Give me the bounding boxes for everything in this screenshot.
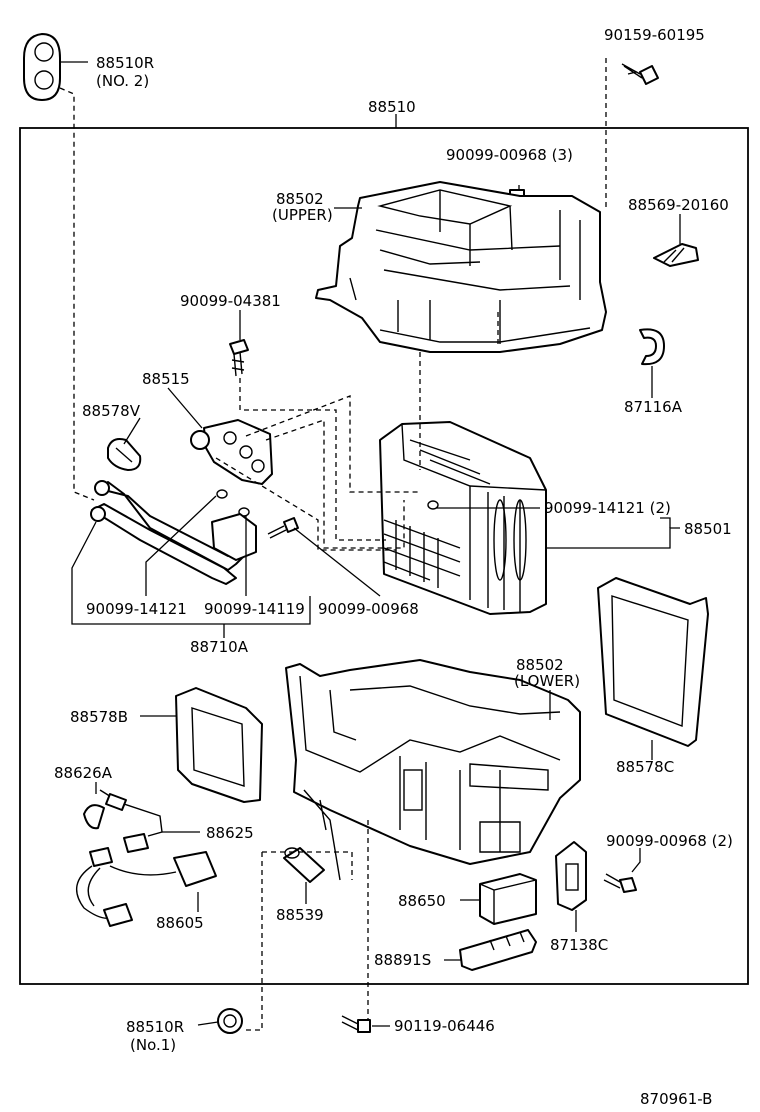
label-88502-lower-sub: (LOWER)	[514, 672, 580, 690]
expansion-valve-drawing	[190, 419, 273, 485]
pipe-assembly-drawing	[90, 480, 257, 585]
label-88569-20160: 88569-20160	[628, 196, 729, 214]
part-88539-drawing	[283, 847, 325, 883]
label-90099-00968-3: 90099-00968 (3)	[446, 146, 573, 164]
o-ring-a	[216, 489, 228, 499]
label-88539: 88539	[276, 906, 324, 924]
screw-bottom-drawing	[341, 1015, 371, 1033]
sensor-88625-drawing	[105, 793, 163, 853]
upper-case-drawing	[315, 181, 607, 353]
label-88510r-no2-sub: (NO. 2)	[96, 72, 149, 90]
label-88510r-no2: 88510R	[96, 54, 154, 72]
screw-90159-drawing	[621, 63, 659, 85]
evaporator-drawing	[379, 421, 547, 615]
grommet-no1-drawing	[217, 1008, 243, 1034]
part-88650-drawing	[479, 873, 537, 925]
screw-right-drawing	[603, 873, 637, 893]
label-90159-60195: 90159-60195	[604, 26, 705, 44]
bracket-87138c-drawing	[555, 841, 587, 911]
label-88510r-no1: 88510R	[126, 1018, 184, 1036]
label-90099-04381: 90099-04381	[180, 292, 281, 310]
label-90099-14121: 90099-14121	[86, 600, 187, 618]
label-88605: 88605	[156, 914, 204, 932]
grommet-no2-drawing	[23, 33, 61, 101]
label-88502-upper: 88502	[276, 190, 324, 208]
label-88510: 88510	[368, 98, 416, 116]
assembly-dashed-lines	[59, 58, 607, 1031]
label-88578b: 88578B	[70, 708, 128, 726]
label-88710a: 88710A	[190, 638, 249, 656]
seal-88578v-drawing	[107, 438, 142, 471]
harness-88605-drawing	[75, 847, 217, 927]
label-87138c: 87138C	[550, 936, 608, 954]
leader-lines	[60, 61, 681, 1027]
lower-case-drawing	[285, 659, 581, 881]
label-drawing-number: 870961-B	[640, 1090, 712, 1108]
clip-88569-drawing	[653, 243, 699, 267]
assembly-frame	[19, 127, 749, 985]
label-90099-00968-2: 90099-00968 (2)	[606, 832, 733, 850]
label-90099-00968: 90099-00968	[318, 600, 419, 618]
clip-87116a-drawing	[639, 328, 665, 366]
screw-04381-drawing	[229, 339, 249, 377]
label-88502-lower: 88502	[516, 656, 564, 674]
screw-mid-drawing	[267, 517, 299, 539]
label-88891s: 88891S	[374, 951, 431, 969]
label-88578v: 88578V	[82, 402, 141, 420]
seal-88578c-drawing	[597, 577, 709, 747]
label-90119-06446: 90119-06446	[394, 1017, 495, 1035]
label-88502-upper-sub: (UPPER)	[272, 206, 333, 224]
label-88515: 88515	[142, 370, 190, 388]
label-88578c: 88578C	[616, 758, 674, 776]
seal-88578b-drawing	[175, 687, 263, 803]
label-88626a: 88626A	[54, 764, 113, 782]
label-88650: 88650	[398, 892, 446, 910]
label-88510r-no1-sub: (No.1)	[130, 1036, 176, 1054]
label-90099-14121-2: 90099-14121 (2)	[544, 499, 671, 517]
bracket-88891s-drawing	[459, 929, 537, 971]
label-87116a: 87116A	[624, 398, 683, 416]
o-ring-evap	[427, 500, 439, 510]
label-88501: 88501	[684, 520, 732, 538]
label-88625: 88625	[206, 824, 254, 842]
label-90099-14119: 90099-14119	[204, 600, 305, 618]
